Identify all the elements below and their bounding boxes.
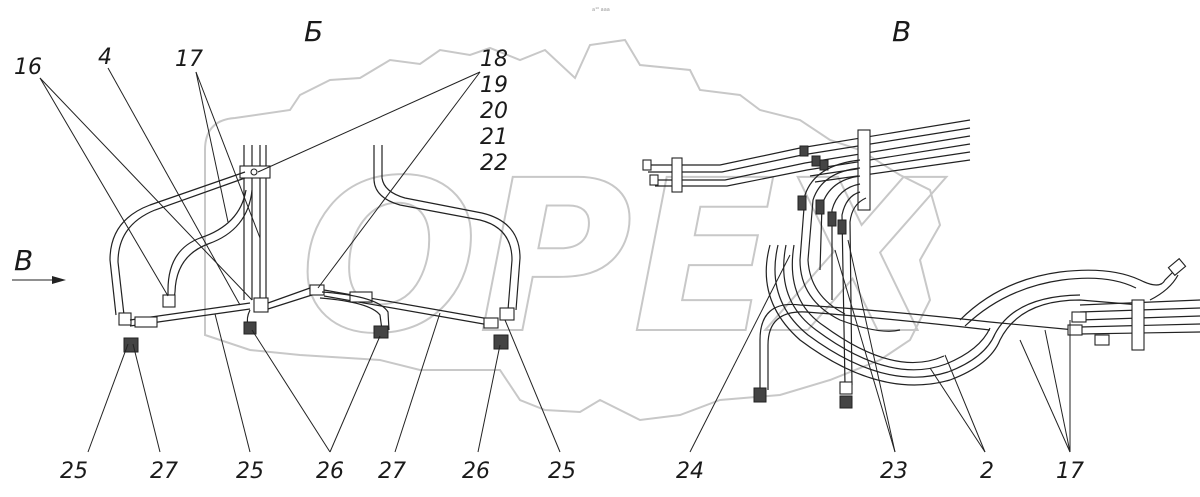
label-21: 21 <box>480 125 508 150</box>
label-18: 18 <box>480 47 508 72</box>
label-17-v: 17 <box>1056 459 1084 484</box>
watermark-gear <box>204 38 942 422</box>
label-19: 19 <box>480 73 508 98</box>
label-16: 16 <box>14 55 42 80</box>
label-20: 20 <box>480 99 508 124</box>
label-27-a: 27 <box>150 459 178 484</box>
pipe-horizontal-b-left <box>123 297 269 353</box>
small-mark: а¹⁰ ааа <box>592 7 610 13</box>
label-23: 23 <box>880 459 908 484</box>
leader-lines-v <box>689 239 1071 453</box>
label-24: 24 <box>676 459 704 484</box>
label-4: 4 <box>98 45 112 70</box>
label-25-a: 25 <box>60 459 88 484</box>
label-26-a: 26 <box>316 459 344 484</box>
pipe-horizontal-b-right <box>267 284 499 339</box>
view-arrow: В <box>12 244 66 284</box>
hoses-descending <box>797 159 901 409</box>
hose-right-loop <box>373 145 521 350</box>
view-label-b: Б <box>304 15 323 48</box>
label-26-b: 26 <box>462 459 490 484</box>
label-25-b: 25 <box>236 459 264 484</box>
hose-left-loop <box>109 171 253 326</box>
label-25-c: 25 <box>548 459 576 484</box>
label-17-b: 17 <box>175 47 203 72</box>
label-27-b: 27 <box>378 459 406 484</box>
pipe-bundle-top <box>642 119 971 211</box>
label-2: 2 <box>980 459 994 484</box>
watermark-text: OPEX <box>300 135 947 380</box>
view-label-v: В <box>892 15 911 48</box>
view-arrow-label: В <box>14 244 33 277</box>
label-22: 22 <box>480 151 508 176</box>
pipe-bundle-right <box>1067 299 1200 351</box>
leader-lines-b <box>39 67 561 453</box>
hoses-loop-right <box>959 257 1187 327</box>
